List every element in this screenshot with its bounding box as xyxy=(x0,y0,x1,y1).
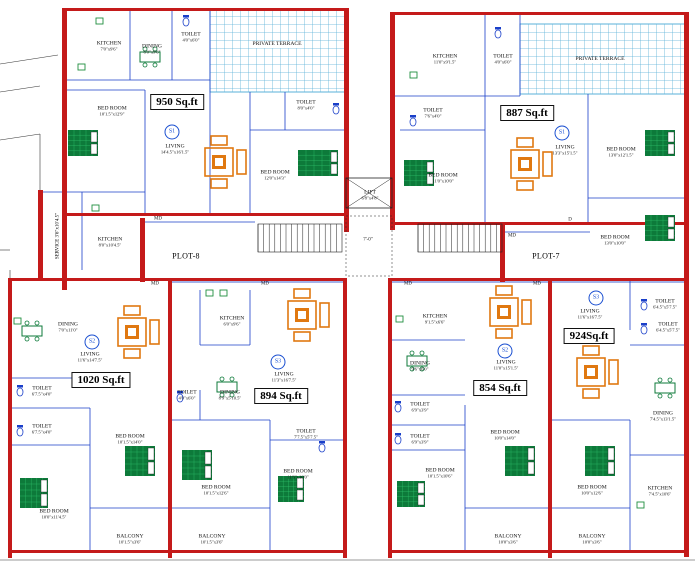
flat-tag-s2-right: S2 xyxy=(497,343,513,359)
stair-flight-right xyxy=(417,223,503,253)
toilet-fixture-2 xyxy=(332,103,340,115)
sofa-set-5 xyxy=(489,285,532,339)
area-badge-894: 894 Sq.ft xyxy=(254,388,308,404)
stair-flight-left xyxy=(257,223,343,253)
toilet-fixture-12 xyxy=(640,323,648,335)
sofa-set-3 xyxy=(117,305,160,359)
sofa-set-2 xyxy=(510,137,553,191)
door-tag-d: D xyxy=(568,217,572,223)
flat-tag-s1-right: S1 xyxy=(554,125,570,141)
sink-icon-9 xyxy=(636,501,645,509)
corridor-width: 7'-0" xyxy=(363,237,373,243)
toilet-fixture-3 xyxy=(494,27,502,39)
sink-icon-1 xyxy=(95,17,104,25)
door-tag-md-5: MD xyxy=(532,281,542,287)
dining-table-1 xyxy=(139,46,161,68)
toilet-fixture-5 xyxy=(16,385,24,397)
bed-icon-3 xyxy=(404,160,434,186)
staircase xyxy=(257,215,503,277)
flat-tag-s1-left: S1 xyxy=(164,124,180,140)
door-tag-md-6: MD xyxy=(507,233,517,239)
sink-icon-2 xyxy=(77,63,86,71)
toilet-fixture-9 xyxy=(394,401,402,413)
bed-icon-8 xyxy=(182,450,212,480)
toilet-fixture-7 xyxy=(176,391,184,403)
toilet-fixture-6 xyxy=(16,425,24,437)
dining-table-5 xyxy=(654,377,676,399)
flat-tag-s2-left: S2 xyxy=(84,334,100,350)
sink-icon-5 xyxy=(13,317,22,325)
flat-tag-s3-left: S3 xyxy=(270,354,286,370)
door-tag-md-4: MD xyxy=(403,281,413,287)
area-badge-950: 950 Sq.ft xyxy=(150,94,204,110)
flat-tag-s3-right: S3 xyxy=(588,290,604,306)
sink-icon-4 xyxy=(91,204,100,212)
bed-icon-5 xyxy=(645,215,675,241)
bed-icon-12 xyxy=(585,446,615,476)
door-tag-md-1: MD xyxy=(153,216,163,222)
sink-icon-8 xyxy=(205,289,214,297)
interior-lines xyxy=(9,9,687,553)
door-tag-md-2: MD xyxy=(150,281,160,287)
area-badge-1020: 1020 Sq.ft xyxy=(71,372,131,388)
structural-walls xyxy=(8,8,689,558)
area-badge-854: 854 Sq.ft xyxy=(473,380,527,396)
furniture xyxy=(13,15,676,509)
toilet-fixture-10 xyxy=(394,433,402,445)
sofa-set-1 xyxy=(204,135,247,189)
dining-table-3 xyxy=(216,376,238,398)
area-badge-887: 887 Sq.ft xyxy=(500,105,554,121)
bed-icon-1 xyxy=(68,130,98,156)
sofa-set-4 xyxy=(287,288,330,342)
private-terrace-right-floor xyxy=(519,23,687,95)
lift-shaft xyxy=(345,177,393,209)
dining-table-4 xyxy=(406,350,428,372)
plot-label-7: PLOT-7 xyxy=(532,251,560,261)
toilet-fixture-11 xyxy=(640,299,648,311)
sink-icon-6 xyxy=(219,289,228,297)
bed-icon-6 xyxy=(20,478,48,508)
sink-icon-7 xyxy=(395,315,404,323)
room-service: SERVICE 3'6"x10'4.5" xyxy=(55,212,61,260)
bed-icon-11 xyxy=(505,446,535,476)
door-tag-md-3: MD xyxy=(260,281,270,287)
private-terrace-left-floor xyxy=(209,9,349,93)
area-badge-924: 924Sq.ft xyxy=(563,328,615,344)
plot-label-8: PLOT-8 xyxy=(172,251,200,261)
bed-icon-10 xyxy=(397,481,425,507)
dining-table-2 xyxy=(21,320,43,342)
bed-icon-2 xyxy=(298,150,338,176)
sofa-set-6 xyxy=(576,345,619,399)
sink-icon-3 xyxy=(409,71,418,79)
lobby-landing xyxy=(345,215,393,277)
toilet-fixture-1 xyxy=(182,15,190,27)
toilet-fixture-8 xyxy=(318,441,326,453)
bed-icon-7 xyxy=(125,446,155,476)
bed-icon-4 xyxy=(645,130,675,156)
toilet-fixture-4 xyxy=(409,115,417,127)
bed-icon-9 xyxy=(278,476,304,502)
